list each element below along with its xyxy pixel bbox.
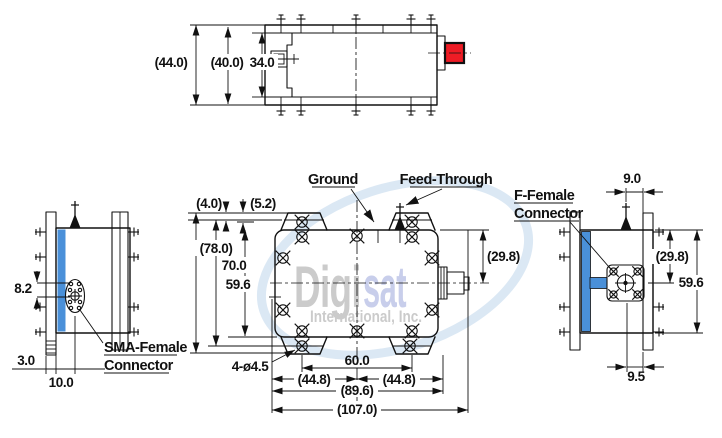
- mounting-tab: [280, 212, 328, 231]
- dim-left-448: (44.8): [298, 372, 331, 387]
- screw-post: [275, 14, 287, 26]
- accent-strip: [57, 229, 66, 332]
- dim-bottom-95: 9.5: [627, 369, 645, 384]
- mounting-tab: [388, 336, 436, 355]
- mounting-rail: [569, 211, 581, 351]
- watermark-brand-gray: Digi: [294, 255, 361, 320]
- dim-right-connector-offset: (29.8): [656, 249, 689, 264]
- rail-screw: [558, 326, 571, 338]
- top-view: (44.0) (40.0) 34.0: [155, 14, 471, 116]
- front-view-dimensions: (4.0) (5.2) (78.0) 70.0 59.6 (29.8): [188, 196, 520, 417]
- rail-screw: [34, 326, 47, 338]
- screw-post: [405, 14, 417, 26]
- f-connector-flange: [606, 264, 645, 302]
- screw-post: [425, 104, 437, 116]
- sma-label-line1: SMA-Female: [104, 340, 187, 356]
- dim-right-448: (44.8): [383, 372, 416, 387]
- f-label-line2: Connector: [514, 206, 584, 222]
- ground-label: Ground: [308, 172, 358, 188]
- screw: [294, 338, 310, 354]
- dim-right-body-height: 59.6: [679, 275, 705, 290]
- f-label-line1: F-Female: [514, 188, 575, 204]
- accent-strip: [581, 231, 591, 332]
- top-view-body: [264, 14, 471, 116]
- dim-sma-offset: 10.0: [49, 375, 74, 390]
- screw: [275, 250, 291, 266]
- dim-mount-height: 70.0: [222, 258, 247, 273]
- dim-span-60: 60.0: [345, 353, 370, 368]
- rail-screw: [652, 226, 665, 238]
- f-connector-side: [428, 35, 471, 71]
- screw: [424, 302, 440, 318]
- top-view-dimensions: (44.0) (40.0) 34.0: [155, 24, 278, 106]
- screw: [275, 302, 291, 318]
- mounting-rail: [45, 211, 57, 356]
- dim-top-flange-height: (40.0): [211, 55, 244, 70]
- screw: [404, 229, 420, 245]
- sma-label-line2: Connector: [104, 358, 174, 374]
- rail-screw: [652, 326, 665, 338]
- accent-arm: [589, 277, 608, 289]
- front-view: Ground Feed-Through 4-ø4.5 (4.0) (5.2): [188, 172, 520, 417]
- feed-through-pin: [393, 202, 407, 231]
- dim-tab: (5.2): [250, 196, 276, 211]
- left-view-body: [34, 200, 140, 356]
- left-view-dimensions: 8.2 3.0 10.0 SMA-Female Connector: [12, 271, 188, 390]
- screw: [404, 214, 420, 230]
- rail-screw: [34, 251, 47, 263]
- watermark-brand-blue: sat: [363, 255, 406, 320]
- dim-connector-offset: (29.8): [487, 249, 520, 264]
- dim-top-90: 9.0: [623, 171, 641, 186]
- feed-through-label: Feed-Through: [400, 172, 493, 188]
- rail-screw: [652, 301, 665, 313]
- dim-hole-callout: 4-ø4.5: [232, 359, 270, 374]
- watermark: Digi sat International, Inc.: [256, 176, 534, 360]
- screw: [294, 229, 310, 245]
- dim-lip: (4.0): [196, 196, 222, 211]
- right-view: 9.0 F-Female Connector (29.8) 59.6 9.: [514, 171, 709, 384]
- mounting-tab: [280, 336, 328, 355]
- dim-top-body-height: 34.0: [250, 55, 275, 70]
- f-connector-front: [437, 266, 470, 300]
- mounting-rail: [642, 212, 654, 351]
- dim-top-overall-height: (44.0): [155, 55, 188, 70]
- feed-through-pin: [68, 200, 82, 229]
- screw-post: [405, 104, 417, 116]
- feed-through-pin: [619, 202, 633, 231]
- screw: [294, 323, 310, 339]
- rail-notches: [280, 25, 432, 105]
- dim-sma-height: 8.2: [14, 281, 32, 296]
- rail-screw: [558, 226, 571, 238]
- screw: [402, 338, 418, 354]
- edge-tick: [269, 291, 281, 303]
- sma-connector: [64, 278, 86, 314]
- front-view-callouts: Ground Feed-Through 4-ø4.5: [232, 172, 493, 374]
- dim-body-height: 59.6: [226, 277, 252, 292]
- screw-post: [425, 14, 437, 26]
- screw-post: [295, 104, 307, 116]
- rail-screw: [558, 251, 571, 263]
- rail-screw: [34, 226, 47, 238]
- dim-overall-height: (78.0): [200, 241, 233, 256]
- dim-1070: (107.0): [337, 402, 377, 417]
- dim-rail: 3.0: [17, 353, 35, 368]
- screw: [294, 214, 310, 230]
- screw: [424, 250, 440, 266]
- dim-896: (89.6): [341, 383, 374, 398]
- rail-hatch: [46, 340, 56, 354]
- screw-post: [275, 104, 287, 116]
- rail-screw: [558, 301, 571, 313]
- right-view-body: [558, 202, 665, 351]
- mounting-tab: [388, 212, 436, 231]
- right-view-dimensions: 9.0 F-Female Connector (29.8) 59.6 9.: [514, 171, 709, 384]
- end-bracket: [286, 33, 293, 97]
- screw: [404, 323, 420, 339]
- screw-post: [295, 14, 307, 26]
- watermark-swoosh: [256, 176, 534, 360]
- watermark-subtitle: International, Inc.: [310, 307, 422, 326]
- left-view: 8.2 3.0 10.0 SMA-Female Connector: [12, 200, 188, 390]
